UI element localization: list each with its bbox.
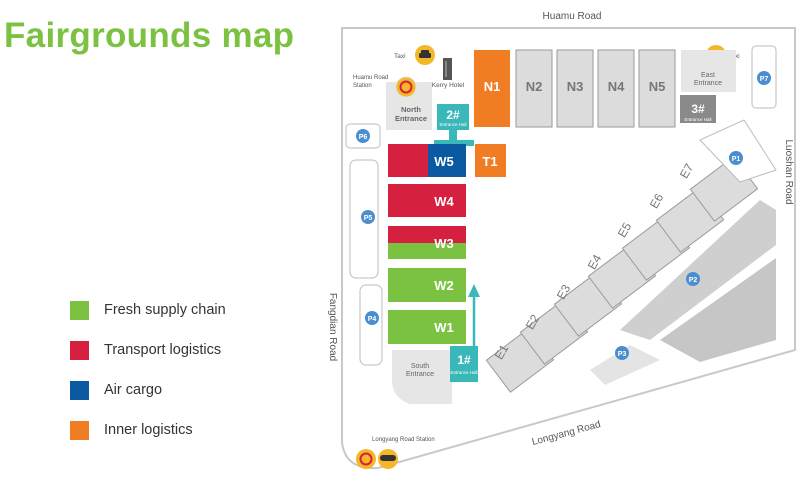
legend-label: Air cargo: [104, 382, 163, 398]
hall-n3: [556, 49, 594, 128]
entrance-hall-1-number: 1#: [457, 353, 471, 367]
landscape-area: [660, 258, 776, 362]
parking-p4-area: [359, 284, 383, 366]
hall-w4-label: W4: [434, 194, 454, 209]
hall-e2-label: E2: [523, 312, 543, 332]
north-entrance-label: North: [401, 105, 421, 114]
huamu-station-label: Station: [353, 83, 372, 89]
road-label-east: Luoshan Road: [783, 139, 794, 204]
hall-w2: [388, 268, 466, 302]
road-label-north: Huamu Road: [543, 11, 602, 22]
east-entrance-label: Entrance: [694, 80, 722, 87]
road-label-south: Longyang Road: [531, 419, 602, 448]
kerry-hotel-icon: [443, 58, 452, 80]
longyang-station-label: Longyang Road Station: [372, 437, 435, 443]
legend-swatch-green: [70, 300, 89, 320]
legend-swatch-orange: [70, 420, 89, 440]
entrance-hall-2: [437, 104, 469, 130]
hall-e6-label: E6: [647, 191, 667, 211]
entrance-hall-2-number: 2#: [446, 108, 460, 122]
metro-icon: [395, 76, 417, 98]
hall-w5-air: [428, 144, 466, 177]
legend-label: Inner logistics: [104, 422, 193, 438]
parking-p2-icon: [686, 272, 700, 286]
page-title: Fairgrounds map: [4, 16, 295, 55]
hall-e5-label: E5: [615, 220, 635, 240]
hall-w2-label: W2: [434, 278, 454, 293]
parking-p1-label: P1: [732, 156, 741, 163]
hall-w3-fresh: [388, 243, 466, 259]
hall-e1-label: E1: [492, 342, 512, 362]
hall-n1: [474, 50, 510, 127]
landscape-area: [590, 345, 660, 385]
legend-swatch-red: [70, 340, 89, 360]
parking-p1-icon: [729, 151, 743, 165]
hall-w5-transport: [388, 144, 428, 177]
hall-w1: [388, 310, 466, 344]
hall-t1: [475, 144, 506, 177]
legend-label: Transport logistics: [104, 342, 222, 358]
legend-swatch-blue: [70, 380, 89, 400]
legend-item-inner-logistics: Inner logistics: [70, 420, 226, 440]
parking-p4-icon: [365, 311, 379, 325]
hall-w5-label: W5: [434, 154, 454, 169]
parking-p1-area: [699, 119, 777, 183]
huamu-station-label: Huamu Road: [353, 75, 388, 81]
hall-e7-label: E7: [677, 161, 697, 181]
entrance-hall-3-label: Entrance Hall: [684, 117, 711, 122]
hall-w1-label: W1: [434, 320, 454, 335]
north-entrance-label: Entrance: [395, 114, 427, 123]
taxi-label: Taxi: [394, 53, 406, 60]
kerry-hotel-label: Kerry Hotel: [432, 82, 465, 89]
east-entrance-plaza: [681, 50, 736, 92]
legend-item-fresh-supply-chain: Fresh supply chain: [70, 300, 226, 320]
legend: Fresh supply chain Transport logistics A…: [70, 300, 226, 460]
hall-n5-label: N5: [649, 79, 666, 94]
parking-p2-label: P2: [689, 277, 698, 284]
arrow-up-icon: [468, 284, 480, 297]
parking-p4-label: P4: [368, 316, 377, 323]
hall-n4-label: N4: [608, 79, 625, 94]
legend-item-transport-logistics: Transport logistics: [70, 340, 226, 360]
hall-e3-label: E3: [554, 282, 574, 302]
entrance-hall-3: [680, 95, 716, 123]
hall-n1-label: N1: [484, 79, 501, 94]
entrance-hall-1-label: Entrance Hall: [450, 370, 477, 375]
hall-w3-transport: [388, 226, 466, 243]
hall-t1-label: T1: [482, 154, 497, 169]
parking-p7-icon: [757, 71, 771, 85]
hall-n3-label: N3: [567, 79, 584, 94]
east-entrance-label: East: [701, 72, 715, 79]
hall-n2: [515, 49, 553, 128]
entrance-hall-1: [450, 346, 478, 382]
hall-e4-label: E4: [585, 252, 605, 272]
parking-p6-label: P6: [359, 134, 368, 141]
hall-n5: [638, 49, 676, 128]
hall-w4: [388, 184, 466, 217]
metro-icon: [356, 449, 376, 469]
north-entrance-plaza: [386, 82, 432, 130]
hall-w3-label: W3: [434, 236, 454, 251]
parking-p3-icon: [615, 346, 629, 360]
road-label-west: Fangdian Road: [327, 293, 338, 361]
entrance-hall-3-number: 3#: [691, 102, 705, 116]
south-entrance-label: South: [411, 363, 429, 370]
legend-item-air-cargo: Air cargo: [70, 380, 226, 400]
hall-n4: [597, 49, 635, 128]
landscape-area: [620, 200, 776, 340]
parking-p6-icon: [356, 129, 370, 143]
hall-n2-label: N2: [526, 79, 543, 94]
south-entrance-label: Entrance: [406, 371, 434, 378]
legend-label: Fresh supply chain: [104, 302, 226, 318]
parking-p5-icon: [361, 210, 375, 224]
parking-p7-label: P7: [760, 76, 769, 83]
south-entrance-plaza: [392, 350, 452, 404]
parking-p3-label: P3: [618, 351, 627, 358]
parking-p5-label: P5: [364, 215, 373, 222]
entrance-hall-2-label: Entrance Hall: [439, 122, 466, 127]
